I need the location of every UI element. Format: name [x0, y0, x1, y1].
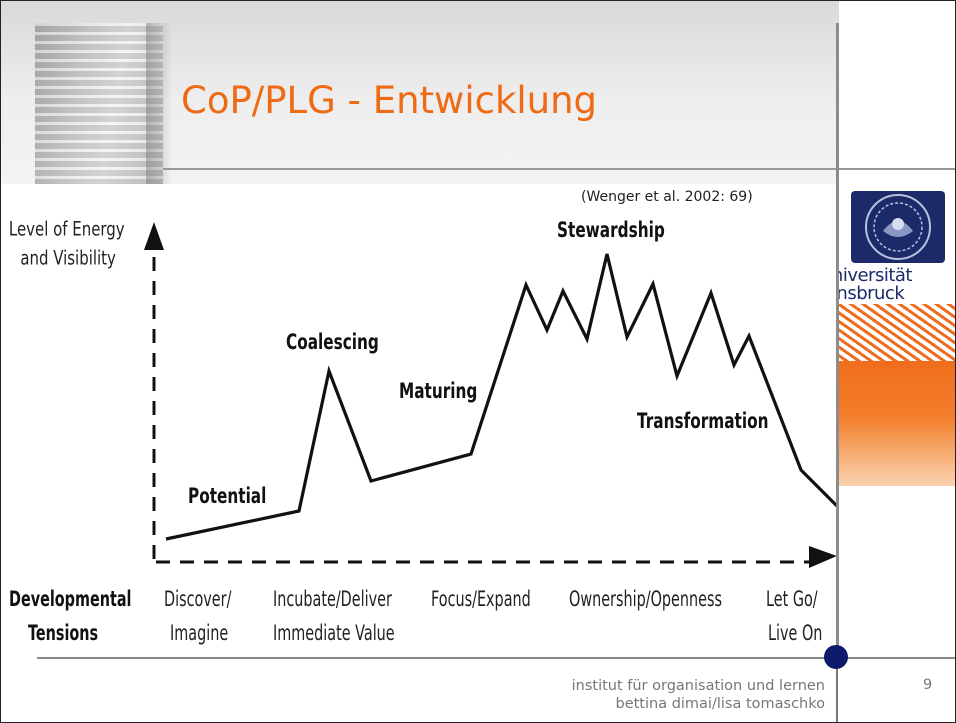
energy-curve: [165, 253, 839, 541]
logo-text-line1: universität: [839, 265, 912, 286]
university-logo: universität innsbruck: [839, 186, 955, 486]
citation: (Wenger et al. 2002: 69): [581, 189, 753, 205]
divider-dot: [824, 645, 848, 669]
tension-2-line2: Immediate Value: [273, 621, 395, 646]
y-axis-label-line1: Level of Energy: [9, 219, 125, 241]
y-axis-arrowhead: [144, 222, 164, 250]
x-axis-label-line1: Developmental: [9, 587, 131, 612]
footer-line2: bettina dimai/lisa tomaschko: [615, 696, 825, 712]
footer-text: institut für organisation und lernen bet…: [572, 677, 825, 713]
page-number: 9: [923, 677, 933, 693]
x-axis-arrowhead: [809, 546, 837, 568]
tension-3-line1: Focus/Expand: [431, 587, 531, 612]
stage-label-stewardship: Stewardship: [557, 219, 665, 243]
logo-orange-gradient: [839, 361, 955, 486]
logo-text-line2: innsbruck: [839, 283, 905, 304]
university-seal-icon: [851, 191, 945, 263]
footer-vertical-rule: [836, 663, 838, 722]
footer-divider: [37, 657, 955, 659]
tension-4-line1: Ownership/Openness: [569, 587, 722, 612]
logo-scribble: [839, 304, 955, 366]
tension-1-line2: Imagine: [170, 621, 228, 646]
footer-line1: institut für organisation und lernen: [571, 678, 825, 694]
title-divider: [163, 168, 955, 170]
tension-5-line2: Live On: [768, 621, 822, 646]
tension-2-line1: Incubate/Deliver: [273, 587, 392, 612]
right-vertical-rule: [836, 23, 839, 663]
stage-label-maturing: Maturing: [399, 380, 477, 404]
stage-label-potential: Potential: [188, 485, 266, 509]
y-axis-label-line2: and Visibility: [20, 248, 116, 270]
tension-5-line1: Let Go/: [766, 587, 818, 612]
stage-label-coalescing: Coalescing: [286, 331, 379, 355]
stage-label-transformation: Transformation: [637, 410, 768, 434]
building-photo: [35, 23, 163, 188]
slide-title: CoP/PLG - Entwicklung: [181, 79, 598, 122]
community-development-diagram: (Wenger et al. 2002: 69) Level of Energy…: [1, 184, 839, 656]
photo-shadow: [146, 23, 172, 188]
tension-1-line1: Discover/: [164, 587, 232, 612]
x-axis-label-line2: Tensions: [28, 621, 98, 646]
